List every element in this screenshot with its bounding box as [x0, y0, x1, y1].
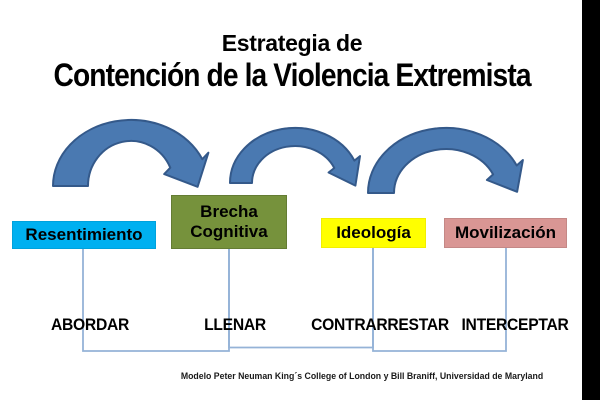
connector-bracket-3 — [372, 248, 507, 352]
stage-box-movilizacion: Movilización — [444, 218, 567, 248]
title-block: Estrategia de Contención de la Violencia… — [0, 30, 584, 93]
right-border-bar — [582, 0, 600, 400]
connector-bracket-1 — [82, 248, 230, 352]
stage-box-brecha-cognitiva: Brecha Cognitiva — [171, 195, 287, 249]
action-label-contrarrestar: CONTRARRESTAR — [311, 315, 449, 334]
slide-title: Contención de la Violencia Extremista — [53, 57, 531, 93]
action-label-interceptar: INTERCEPTAR — [461, 315, 569, 334]
stage-box-ideologia: Ideología — [321, 218, 426, 248]
stage-label: Resentimiento — [25, 225, 143, 244]
stage-box-resentimiento: Resentimiento — [12, 221, 156, 249]
action-label-abordar: ABORDAR — [50, 315, 130, 334]
footer-credit: Modelo Peter Neuman King´s College of Lo… — [180, 371, 544, 381]
stage-label: Brecha Cognitiva — [190, 202, 268, 241]
slide-subtitle: Estrategia de — [221, 30, 363, 56]
curved-arrow-2-icon — [229, 126, 361, 187]
curved-arrow-3-icon — [367, 126, 524, 194]
action-label-llenar: LLENAR — [204, 315, 266, 334]
curved-arrow-1-icon — [52, 118, 210, 188]
stage-label: Movilización — [454, 223, 557, 242]
stage-label: Ideología — [336, 223, 411, 242]
